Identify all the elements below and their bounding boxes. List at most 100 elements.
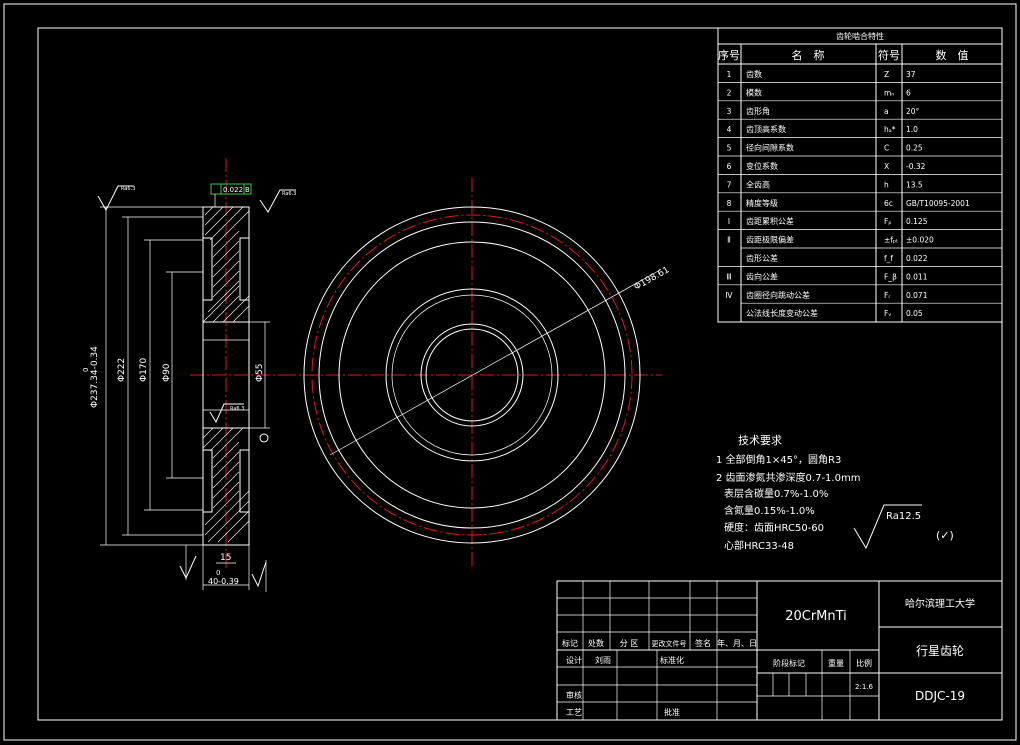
tb-approve: 批准 [664, 707, 680, 717]
table-cell-name: 模数 [746, 87, 762, 97]
roughness-symbol-bore [209, 403, 244, 424]
tech-line-5: 硬度：齿面HRC50-60 [724, 521, 824, 534]
header-symbol: 符号 [878, 49, 900, 62]
tb-count: 处数 [588, 638, 604, 648]
roughness-extra: (✓) [936, 529, 954, 542]
tb-docno: 更改文件号 [652, 639, 687, 648]
table-cell-no: 3 [727, 107, 732, 116]
table-cell-name: 变位系数 [746, 161, 778, 171]
section-view: Φ237.34-0.34 0 Φ222 Φ170 Φ90 Φ55 15 0 40… [82, 158, 296, 592]
table-cell-val: 37 [906, 70, 916, 79]
roughness-symbol-top-right [259, 189, 296, 213]
dim-d170: Φ170 [139, 357, 149, 382]
roughness-symbol-bottom-left [179, 545, 197, 580]
table-cell-name: 齿距极限偏差 [746, 235, 794, 245]
dim-d90: Φ90 [162, 363, 172, 382]
table-cell-val: -0.32 [906, 162, 926, 171]
tolerance-datum: B [245, 186, 250, 194]
tb-sign: 签名 [695, 638, 711, 648]
general-roughness: Ra12.5 (✓) [853, 504, 954, 550]
tb-mark: 标记 [562, 638, 578, 648]
tb-zone: 分 区 [620, 639, 639, 648]
tech-line-2: 2 齿面渗氮共渗深度0.7-1.0mm [716, 471, 860, 484]
rim-inner-circle [338, 241, 606, 509]
bore-circle [420, 323, 524, 427]
table-cell-val: 0.125 [906, 217, 928, 226]
hub-chamfer-circle [391, 294, 553, 456]
dim-hub-width: 15 [220, 553, 231, 563]
dim-outer-upper-dev: 0 [82, 368, 90, 372]
table-cell-name: 齿数 [746, 69, 762, 79]
table-cell-sym: X [884, 162, 889, 171]
hub-outer-circle [385, 288, 559, 462]
dim-d222: Φ222 [117, 358, 127, 382]
table-cell-no: Ⅰ [728, 217, 730, 226]
table-cell-val: 1.0 [906, 125, 918, 134]
tb-design: 设计 [566, 655, 582, 665]
table-cell-sym: a [884, 107, 889, 116]
tb-scale-value: 2:1.6 [855, 683, 873, 691]
table-cell-val: 0.05 [906, 309, 923, 318]
table-cell-no: 5 [727, 144, 732, 153]
table-cell-sym: Fᵣ [884, 291, 890, 300]
dim-outer-diameter: Φ237.34-0.34 [90, 346, 100, 408]
table-cell-name: 齿圈径向跳动公差 [746, 290, 810, 300]
dim-pitch-diameter: Φ198.61 [633, 265, 672, 292]
tolerance-value: 0.022 [223, 186, 243, 194]
technical-requirements: 技术要求 1 全部倒角1×45°，圆角R3 2 齿面渗氮共渗深度0.7-1.0m… [716, 434, 860, 552]
tip-circle [303, 206, 641, 544]
table-cell-sym: h [884, 180, 889, 189]
table-cell-name: 齿顶高系数 [746, 124, 786, 134]
tb-part-name: 行星齿轮 [916, 644, 964, 658]
table-cell-val: 0.071 [906, 291, 928, 300]
table-cell-no: 7 [727, 180, 732, 189]
tech-line-1: 1 全部倒角1×45°，圆角R3 [716, 453, 841, 466]
tech-line-4: 含氮量0.15%-1.0% [724, 504, 815, 517]
tb-date: 年、月、日 [717, 638, 757, 648]
table-title: 齿轮啮合特性 [836, 31, 884, 41]
table-cell-no: Ⅲ [726, 272, 731, 281]
tb-school: 哈尔滨理工大学 [905, 597, 975, 610]
table-cell-sym: hₐ* [884, 125, 896, 134]
dim-d55: Φ55 [255, 363, 265, 382]
table-cell-val: 20° [906, 107, 920, 116]
table-cell-val: 0.25 [906, 144, 923, 153]
table-cell-sym: mₙ [884, 88, 894, 97]
table-cell-name: 齿形公差 [746, 253, 778, 263]
table-cell-val: 6 [906, 88, 911, 97]
table-cell-sym: f_f [884, 254, 893, 263]
tolerance-frame [210, 183, 252, 195]
table-cell-sym: C [884, 144, 889, 153]
pitch-circle [311, 214, 633, 536]
table-cell-no: 8 [727, 199, 732, 208]
table-cell-val: 0.011 [906, 272, 928, 281]
datum-marker [259, 433, 269, 443]
table-cell-no: 4 [727, 125, 732, 134]
header-name: 名 称 [792, 48, 825, 62]
dim-width: 40-0.39 [208, 577, 239, 586]
table-cell-name: 公法线长度变动公差 [746, 308, 818, 318]
inner-frame [37, 27, 1003, 721]
tech-heading: 技术要求 [738, 434, 782, 447]
table-cell-val: ±0.020 [906, 236, 934, 245]
table-cell-no: Ⅱ [727, 236, 731, 245]
table-cell-val: 13.5 [906, 180, 923, 189]
table-cell-sym: Z [884, 70, 889, 79]
rough-label-2: Ra6.3 [282, 191, 296, 197]
table-cell-name: 径向间隙系数 [746, 143, 794, 153]
table-cell-val: GB/T10095-2001 [906, 199, 970, 208]
tech-line-6: 心部HRC33-48 [724, 539, 794, 552]
table-cell-sym: ±fₚₜ [884, 236, 898, 245]
roughness-symbol-bottom-right [251, 560, 267, 592]
tb-stage: 阶段标记 [773, 658, 805, 668]
tech-line-3: 表层含碳量0.7%-1.0% [724, 487, 828, 500]
table-cell-sym: Fᵥ [884, 309, 891, 318]
table-cell-no: 6 [727, 162, 732, 171]
front-view: Φ198.61 [282, 178, 671, 570]
table-cell-no: 1 [727, 70, 732, 79]
tb-designer: 刘雨 [595, 655, 611, 665]
table-cell-name: 齿向公差 [746, 271, 778, 281]
lower-hatch [202, 427, 250, 546]
